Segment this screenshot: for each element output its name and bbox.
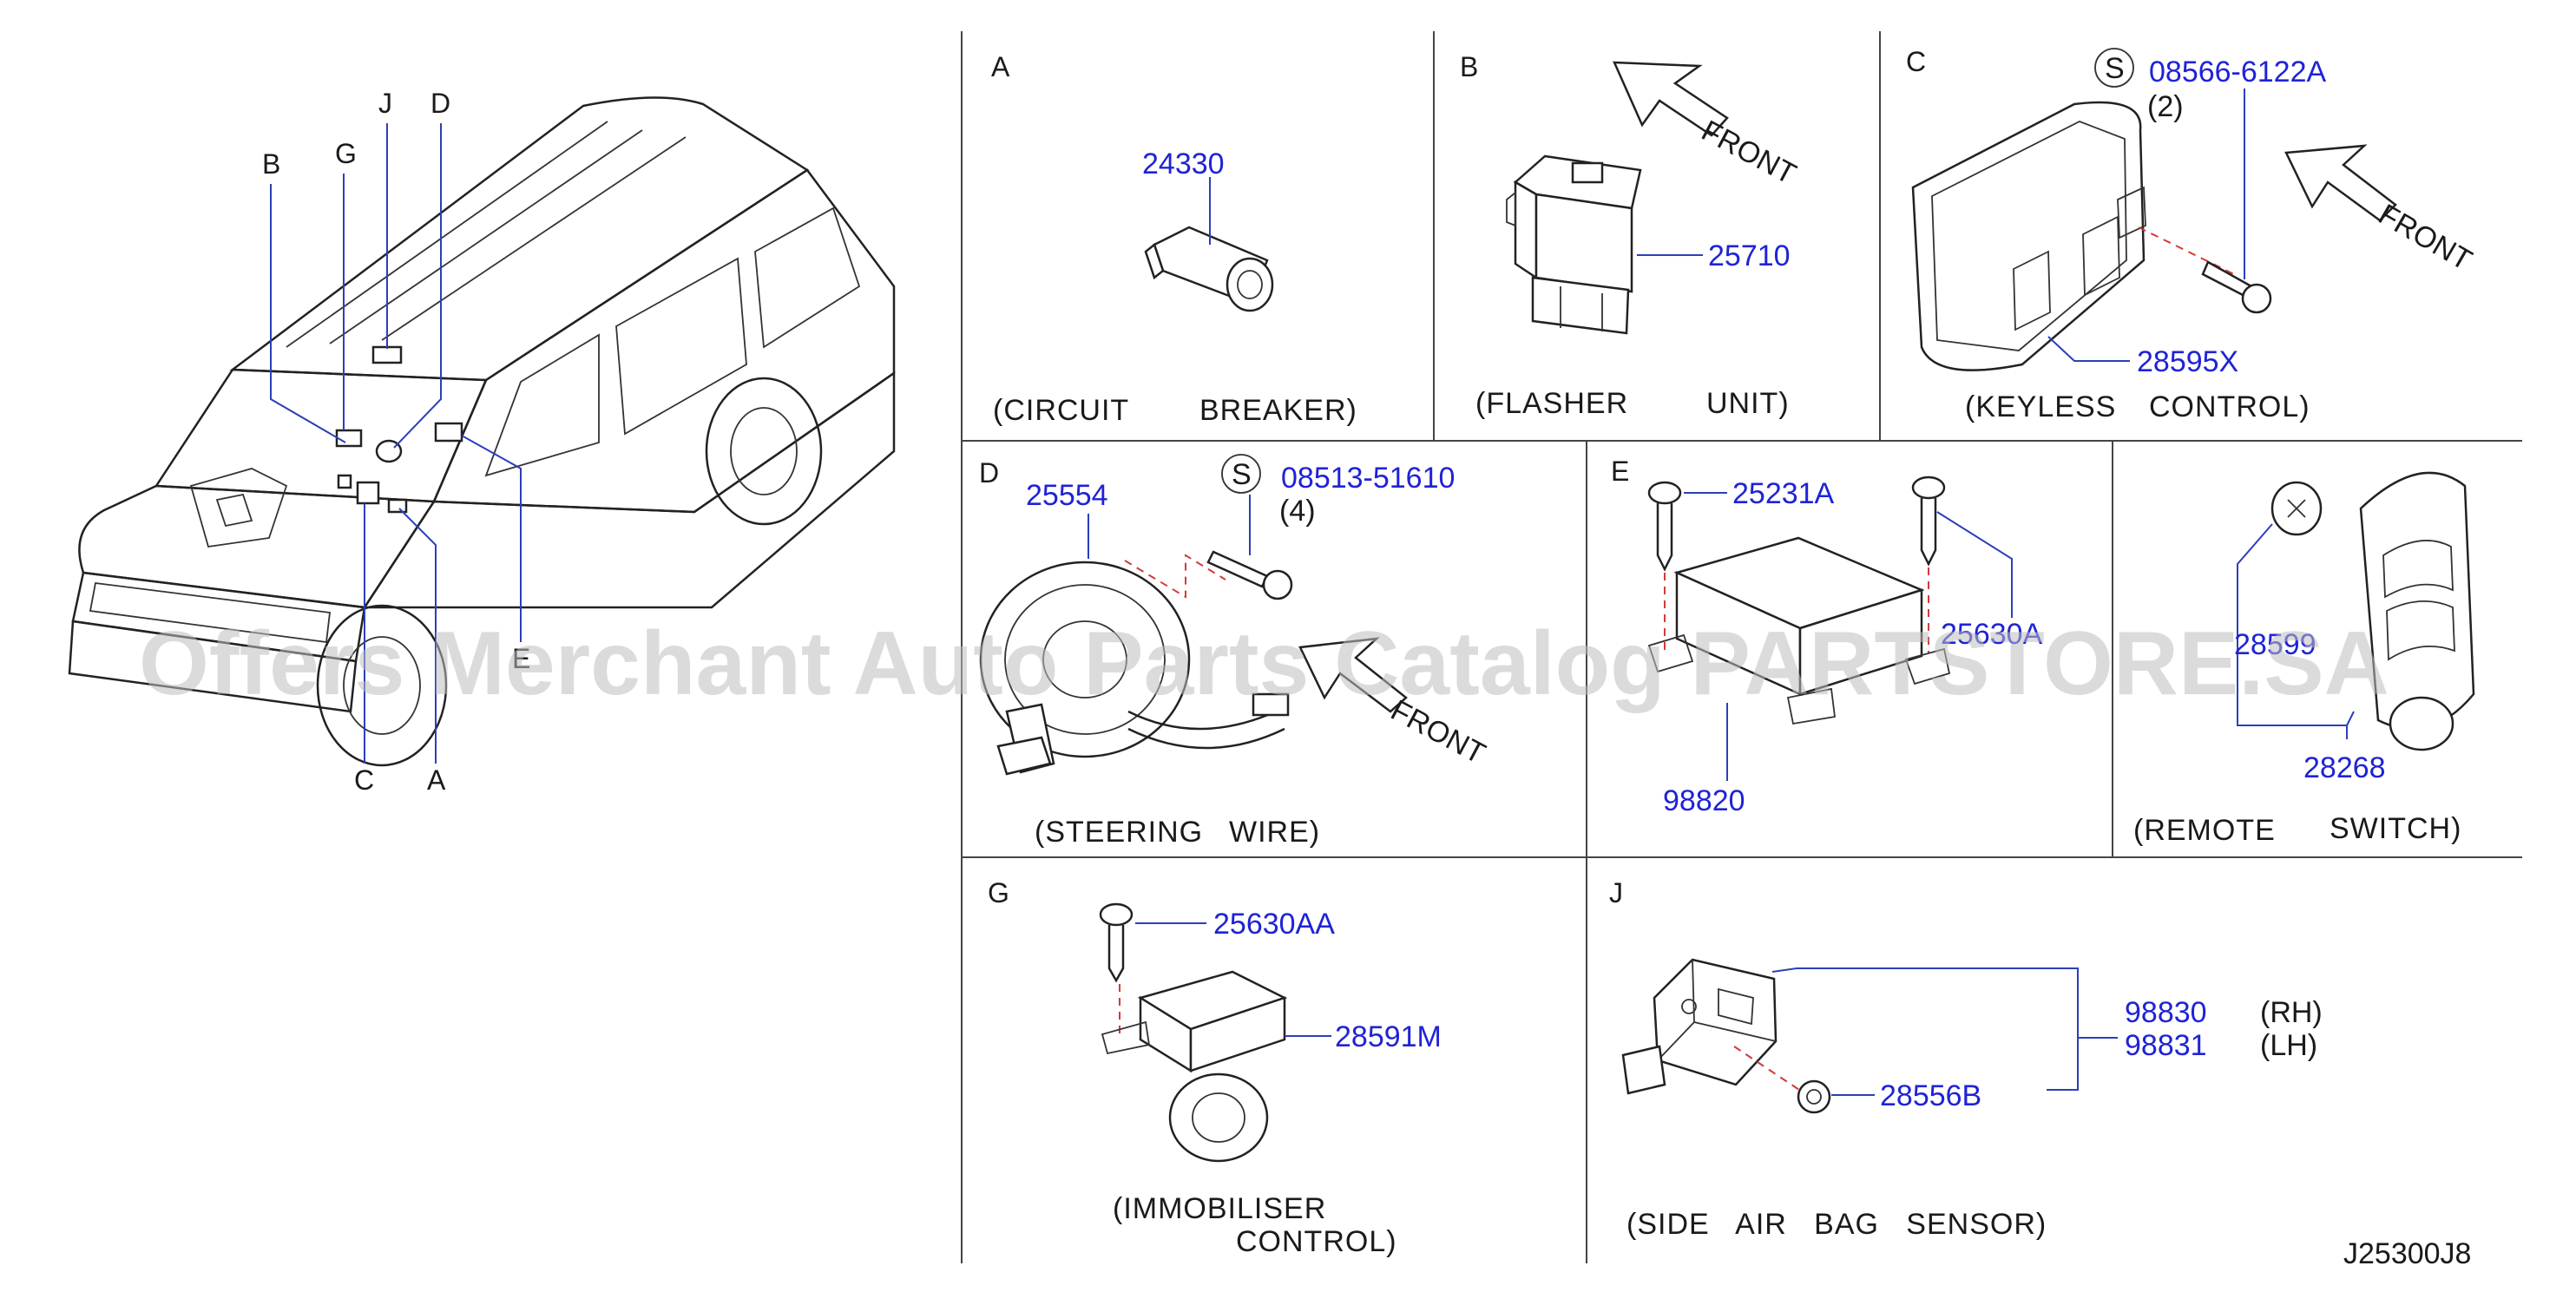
callout-a: A	[427, 764, 446, 796]
vehicle-leaders	[270, 123, 522, 764]
part-25231a: 25231A	[1732, 477, 1835, 510]
front-arrow-b: FRONT	[1613, 61, 1801, 192]
caption-a-1: (CIRCUIT	[993, 394, 1129, 427]
callout-j: J	[378, 88, 392, 119]
callout-g: G	[335, 138, 357, 169]
panel-c-letter: C	[1906, 46, 1926, 77]
panel-d-letter: D	[979, 457, 999, 489]
vehicle-callout-labels: B G J D C A E	[262, 88, 530, 796]
part-98820: 98820	[1663, 784, 1745, 817]
front-label-b: FRONT	[1696, 115, 1801, 192]
part-25710: 25710	[1708, 239, 1791, 272]
remote-key-drawing	[2359, 471, 2475, 751]
part-98831: 98831	[2125, 1029, 2207, 1062]
panel-b: B FRONT 25710 (FLASHER UNIT)	[1460, 51, 1801, 420]
circuit-breaker-drawing	[1144, 226, 1274, 312]
caption-g-2: CONTROL)	[1236, 1225, 1397, 1258]
diagram-code: J25300J8	[2343, 1237, 2471, 1270]
panel-e-letter: E	[1611, 456, 1629, 487]
part-28595x: 28595X	[2137, 345, 2238, 378]
caption-c-1: (KEYLESS	[1965, 390, 2116, 423]
side-lh: (LH)	[2260, 1029, 2317, 1062]
caption-f-1: (REMOTE	[2133, 814, 2276, 847]
immobiliser-drawing	[1101, 970, 1288, 1163]
panel-g: G 25630AA 28591M (IMMOBILISER CONTROL)	[988, 877, 1442, 1258]
part-98830: 98830	[2125, 996, 2207, 1029]
screw-d	[1206, 550, 1293, 600]
front-label-c: FRONT	[2373, 198, 2477, 277]
callout-e: E	[512, 643, 530, 674]
steering-wire-drawing	[979, 561, 1290, 776]
screw-symbol-c-circle	[2094, 48, 2134, 88]
callout-d: D	[430, 88, 450, 119]
caption-b-2: UNIT)	[1706, 387, 1790, 420]
caption-j: (SIDE AIR BAG SENSOR)	[1626, 1208, 2047, 1241]
panel-a: A 24330 (CIRCUIT BREAKER)	[991, 51, 1357, 427]
screw-c	[2201, 260, 2272, 314]
panel-grid	[961, 31, 2522, 1263]
part-25554: 25554	[1026, 479, 1108, 512]
battery-drawing	[2270, 481, 2323, 536]
nut-j	[1797, 1079, 1831, 1114]
part-28556b: 28556B	[1880, 1079, 1981, 1112]
panel-remote: 28599 28268 (REMOTE SWITCH)	[2133, 471, 2475, 847]
panel-e: E 25231A 25630A 98820	[1611, 456, 2043, 817]
part-28268: 28268	[2303, 751, 2386, 784]
panel-j-letter: J	[1609, 877, 1623, 908]
bolt-g	[1099, 902, 1134, 983]
airbag-unit-drawing	[1647, 536, 1951, 725]
panel-g-letter: G	[988, 877, 1009, 908]
caption-d-1: (STEERING	[1035, 816, 1203, 849]
keyless-control-drawing	[1911, 101, 2146, 371]
bolt-e-left	[1647, 481, 1682, 572]
part-08513-51610: 08513-51610	[1281, 462, 1455, 495]
part-08566-6122a: 08566-6122A	[2149, 56, 2327, 89]
panel-b-letter: B	[1460, 51, 1478, 82]
caption-a-2: BREAKER)	[1199, 394, 1357, 427]
side-airbag-sensor-drawing	[1621, 958, 1778, 1095]
caption-d-2: WIRE)	[1229, 816, 1320, 849]
watermark-text: Offers Merchant Auto Parts Catalog PARTS…	[139, 613, 2389, 714]
screw-symbol-c: S	[2105, 52, 2125, 85]
screw-qty-c: (2)	[2147, 90, 2184, 123]
caption-c-2: CONTROL)	[2149, 390, 2310, 423]
panel-j: J 98830 (RH) 98831 (LH) 28556B (SIDE AIR…	[1609, 877, 2323, 1241]
part-28599-partial: 28599	[2234, 628, 2316, 661]
part-25630a: 25630A	[1941, 618, 2043, 651]
panel-a-letter: A	[991, 51, 1010, 82]
side-rh: (RH)	[2260, 996, 2323, 1029]
caption-b-1: (FLASHER	[1475, 387, 1628, 420]
callout-c: C	[354, 764, 374, 796]
callout-b: B	[262, 148, 280, 180]
caption-f-2: SWITCH)	[2330, 812, 2461, 845]
screw-qty-d: (4)	[1279, 495, 1316, 528]
bolt-e-right	[1911, 475, 1946, 567]
screw-symbol-d: S	[1232, 458, 1252, 491]
screw-symbol-d-circle	[1221, 454, 1261, 494]
flasher-unit-drawing	[1506, 154, 1642, 335]
vehicle-drawing	[68, 96, 896, 767]
part-25630aa: 25630AA	[1213, 908, 1335, 941]
caption-g-1: (IMMOBILISER	[1113, 1192, 1326, 1225]
part-24330: 24330	[1142, 148, 1225, 180]
panel-c: C S 08566-6122A (2) FRONT 28595X (KEYLES…	[1906, 46, 2477, 423]
front-arrow-c: FRONT	[2284, 144, 2477, 277]
part-28591m: 28591M	[1335, 1020, 1442, 1053]
